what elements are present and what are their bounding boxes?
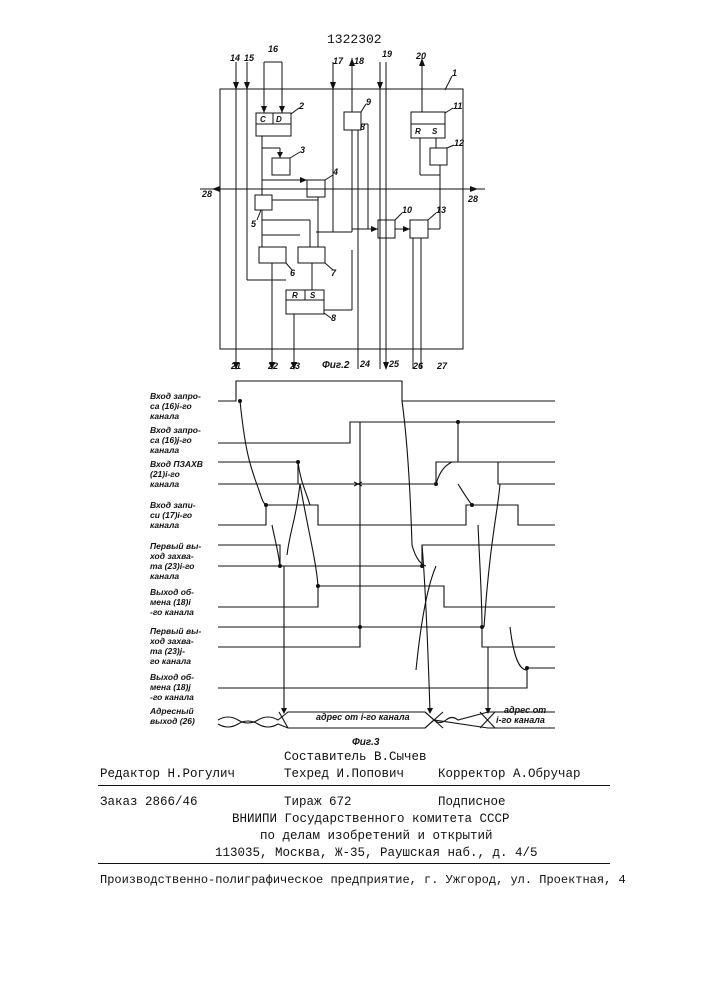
wave-request-j: [218, 422, 555, 443]
bus-label-left: 28: [202, 189, 212, 199]
fig3-caption: Фиг.3: [352, 737, 379, 748]
bus-label-right: 28: [468, 194, 478, 204]
pin-r: R: [415, 127, 421, 136]
block-number-5: 5: [251, 219, 256, 229]
block-number-7: 7: [331, 268, 336, 278]
block-number-12: 12: [454, 138, 464, 148]
block-13: [410, 220, 428, 238]
port-25: 25: [389, 359, 399, 369]
pin-c: C: [260, 115, 266, 124]
wave-pzahv-i: [218, 462, 555, 484]
org-line2: по делам изобретений и открытий: [260, 829, 493, 843]
port-17: 17: [333, 56, 343, 66]
block-6: [259, 247, 286, 263]
wave-write-i: [218, 505, 555, 525]
block-number-13: 13: [436, 205, 446, 215]
org-address: 113035, Москва, Ж-35, Раушская наб., д. …: [215, 846, 538, 860]
circulation: Тираж 672: [284, 795, 352, 809]
wave-capture-i: [218, 545, 555, 566]
divider-2: [98, 863, 610, 864]
block-number-4: 4: [333, 167, 338, 177]
port-20: 20: [416, 51, 426, 61]
corrector: Корректор А.Обручар: [438, 767, 581, 781]
block-number-2: 2: [299, 101, 304, 111]
signal-label-request-i: Вход запро- са (16)i-го канала: [150, 391, 201, 421]
block-number-6: 6: [290, 268, 295, 278]
block-5: [255, 195, 272, 210]
port-16: 16: [268, 44, 278, 54]
techred: Техред И.Попович: [284, 767, 404, 781]
block-8b: [344, 112, 361, 130]
signal-label-capture-j: Первый вы- ход захва- та (23)j- го канал…: [150, 626, 201, 666]
block-7: [298, 247, 325, 263]
org-line1: ВНИИПИ Государственного комитета СССР: [232, 812, 510, 826]
compiler: Составитель В.Сычев: [284, 750, 427, 764]
signal-label-exchange-j: Выход об- мена (18)j -го канала: [150, 672, 194, 702]
wave-exchange-i: [218, 586, 555, 607]
editor: Редактор Н.Рогулич: [100, 767, 235, 781]
wave-exchange-j: [218, 668, 555, 688]
signal-label-exchange-i: Выход об- мена (18)i -го канала: [150, 587, 194, 617]
address-text-2a: адрес от: [504, 705, 546, 715]
port-18: 18: [354, 56, 364, 66]
address-text-1: адрес от i-го канала: [316, 712, 410, 722]
wave-capture-j: [218, 627, 555, 647]
signal-label-write-i: Вход запи- си (17)i-го канала: [150, 500, 196, 530]
pin-d: D: [276, 115, 282, 124]
order: Заказ 2866/46: [100, 795, 198, 809]
subscription: Подписное: [438, 795, 506, 809]
block-number-8: 8: [331, 313, 336, 323]
block-number-3: 3: [300, 145, 305, 155]
block-12: [430, 148, 447, 165]
signal-label-address: Адресный выход (26): [150, 706, 195, 726]
block-3: [272, 158, 290, 175]
divider-1: [98, 785, 610, 786]
signal-label-request-j: Вход запро- са (16)j-го канала: [150, 425, 201, 455]
signal-label-pzahv-i: Вход ПЗАХВ (21)i-го канала: [150, 459, 203, 489]
block-number-9: 9: [366, 97, 371, 107]
port-15: 15: [244, 53, 254, 63]
block-number-8b: 8: [360, 122, 365, 132]
port-14: 14: [230, 53, 240, 63]
port-24: 24: [360, 359, 370, 369]
signal-label-capture-i: Первый вы- ход захва- та (23)i-го канала: [150, 541, 201, 581]
block-number-11: 11: [453, 101, 462, 111]
block-number-10: 10: [402, 205, 412, 215]
printer: Производственно-полиграфическое предприя…: [100, 873, 626, 887]
block-number-1: 1: [452, 68, 457, 78]
address-text-2b: i-го канала: [496, 715, 545, 725]
timing-diagram: [0, 370, 707, 740]
pin-r-8: R: [292, 291, 298, 300]
wave-request-i: [218, 381, 555, 401]
pin-s: S: [432, 127, 437, 136]
pin-s-8: S: [310, 291, 315, 300]
port-19: 19: [382, 49, 392, 59]
